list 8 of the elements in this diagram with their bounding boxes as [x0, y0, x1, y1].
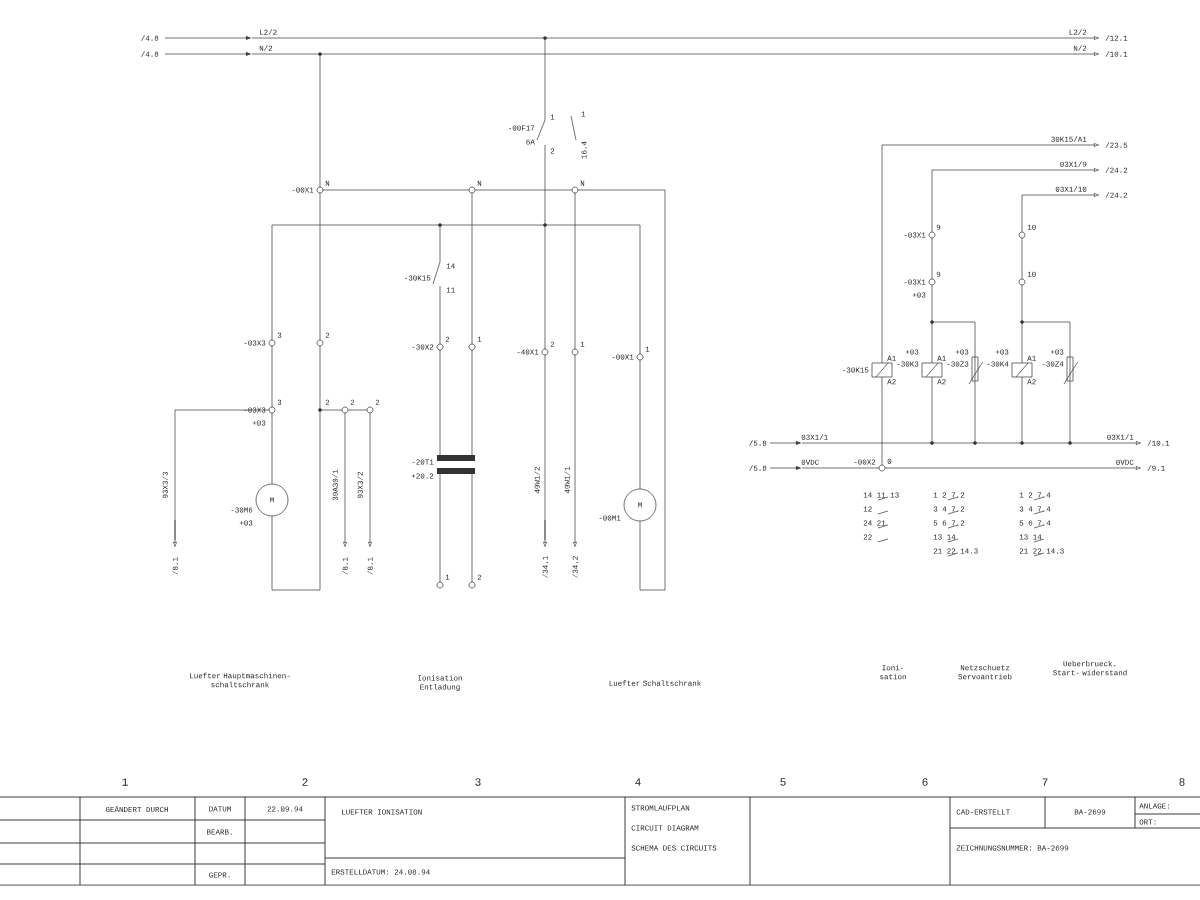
- column-number: 5: [780, 778, 786, 786]
- column-number: 8: [1179, 778, 1185, 786]
- column-number: 4: [635, 778, 641, 786]
- column-number: 6: [922, 778, 928, 786]
- column-number: 2: [302, 778, 308, 786]
- column-number: 7: [1042, 778, 1048, 786]
- column-number: 3: [475, 778, 481, 786]
- column-number: 1: [122, 778, 128, 786]
